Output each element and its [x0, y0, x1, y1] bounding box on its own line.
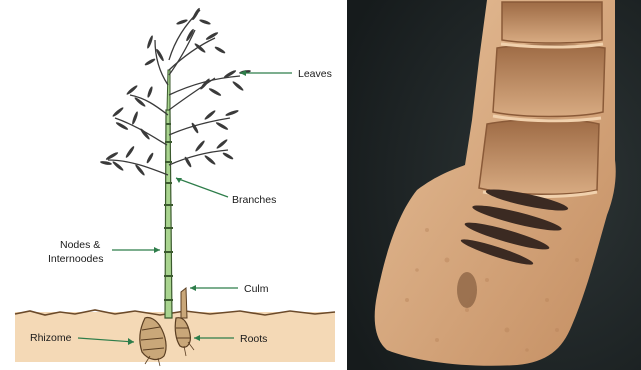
label-roots: Roots: [240, 333, 267, 345]
label-rhizome: Rhizome: [30, 332, 72, 344]
label-nodes-line1: Nodes &: [60, 239, 100, 251]
bamboo-diagram-svg: Leaves Branches Nodes & Internoodes Culm…: [0, 0, 350, 370]
bamboo-photo-svg: [347, 0, 641, 370]
branches-leader: [176, 178, 228, 197]
label-branches: Branches: [232, 194, 276, 206]
bamboo-anatomy-diagram: Leaves Branches Nodes & Internoodes Culm…: [0, 0, 350, 370]
dark-patch: [457, 272, 477, 308]
label-leaves: Leaves: [298, 68, 332, 80]
culm: [164, 70, 173, 318]
bamboo-cross-section-photo: [347, 0, 641, 370]
label-nodes-line2: Internoodes: [48, 253, 103, 265]
label-culm: Culm: [244, 283, 269, 295]
